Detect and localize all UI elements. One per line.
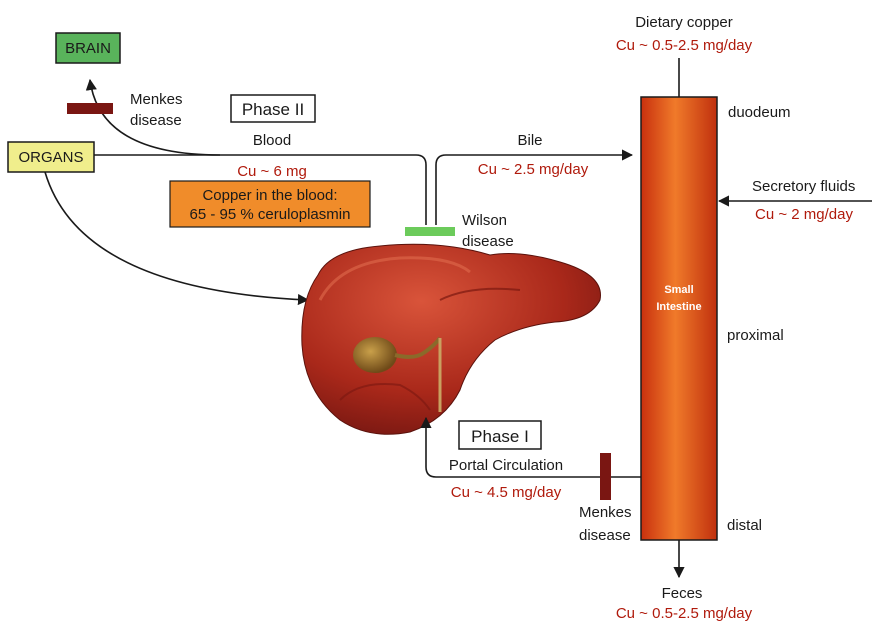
liver-illustration — [302, 244, 601, 434]
menkes-bottom-label-2: disease — [579, 527, 631, 544]
distal-label: distal — [727, 517, 762, 534]
portal-cu-label: Cu ~ 4.5 mg/day — [451, 484, 562, 501]
wilson-block-bar — [405, 227, 455, 236]
phase1-box: Phase I — [459, 421, 541, 449]
proximal-label: proximal — [727, 327, 784, 344]
organs-label: ORGANS — [18, 149, 83, 166]
menkes-block-bar-bottom — [600, 453, 611, 500]
gallbladder — [353, 337, 397, 373]
wilson-label-2: disease — [462, 233, 514, 250]
organs-node: ORGANS — [8, 142, 94, 172]
secretory-cu-label: Cu ~ 2 mg/day — [755, 206, 853, 223]
blood-label: Blood — [253, 132, 291, 149]
feces-label: Feces — [662, 585, 703, 602]
menkes-top-label-1: Menkes — [130, 91, 183, 108]
wilson-label-1: Wilson — [462, 212, 507, 229]
duodenum-label: duodeum — [728, 104, 791, 121]
phase2-label: Phase II — [242, 100, 304, 119]
bile-cu-label: Cu ~ 2.5 mg/day — [478, 161, 589, 178]
brain-label: BRAIN — [65, 40, 111, 57]
brain-node: BRAIN — [56, 33, 120, 63]
menkes-block-bar-top — [67, 103, 113, 114]
dietary-label: Dietary copper — [635, 14, 733, 31]
small-intestine-label-2: Intestine — [656, 301, 701, 313]
portal-label: Portal Circulation — [449, 457, 563, 474]
feces-cu-label: Cu ~ 0.5-2.5 mg/day — [616, 605, 753, 622]
menkes-bottom-label-1: Menkes — [579, 504, 632, 521]
copper-in-blood-box: Copper in the blood: 65 - 95 % cerulopla… — [170, 181, 370, 227]
phase2-box: Phase II — [231, 95, 315, 122]
phase1-label: Phase I — [471, 427, 529, 446]
bile-label: Bile — [517, 132, 542, 149]
dietary-cu-label: Cu ~ 0.5-2.5 mg/day — [616, 37, 753, 54]
blood-cu-label: Cu ~ 6 mg — [237, 163, 307, 180]
small-intestine: Small Intestine — [641, 97, 717, 540]
small-intestine-label-1: Small — [664, 284, 693, 296]
menkes-top-label-2: disease — [130, 112, 182, 129]
copper-blood-line-1: Copper in the blood: — [202, 187, 337, 204]
secretory-label: Secretory fluids — [752, 178, 855, 195]
copper-blood-line-2: 65 - 95 % ceruloplasmin — [190, 206, 351, 223]
